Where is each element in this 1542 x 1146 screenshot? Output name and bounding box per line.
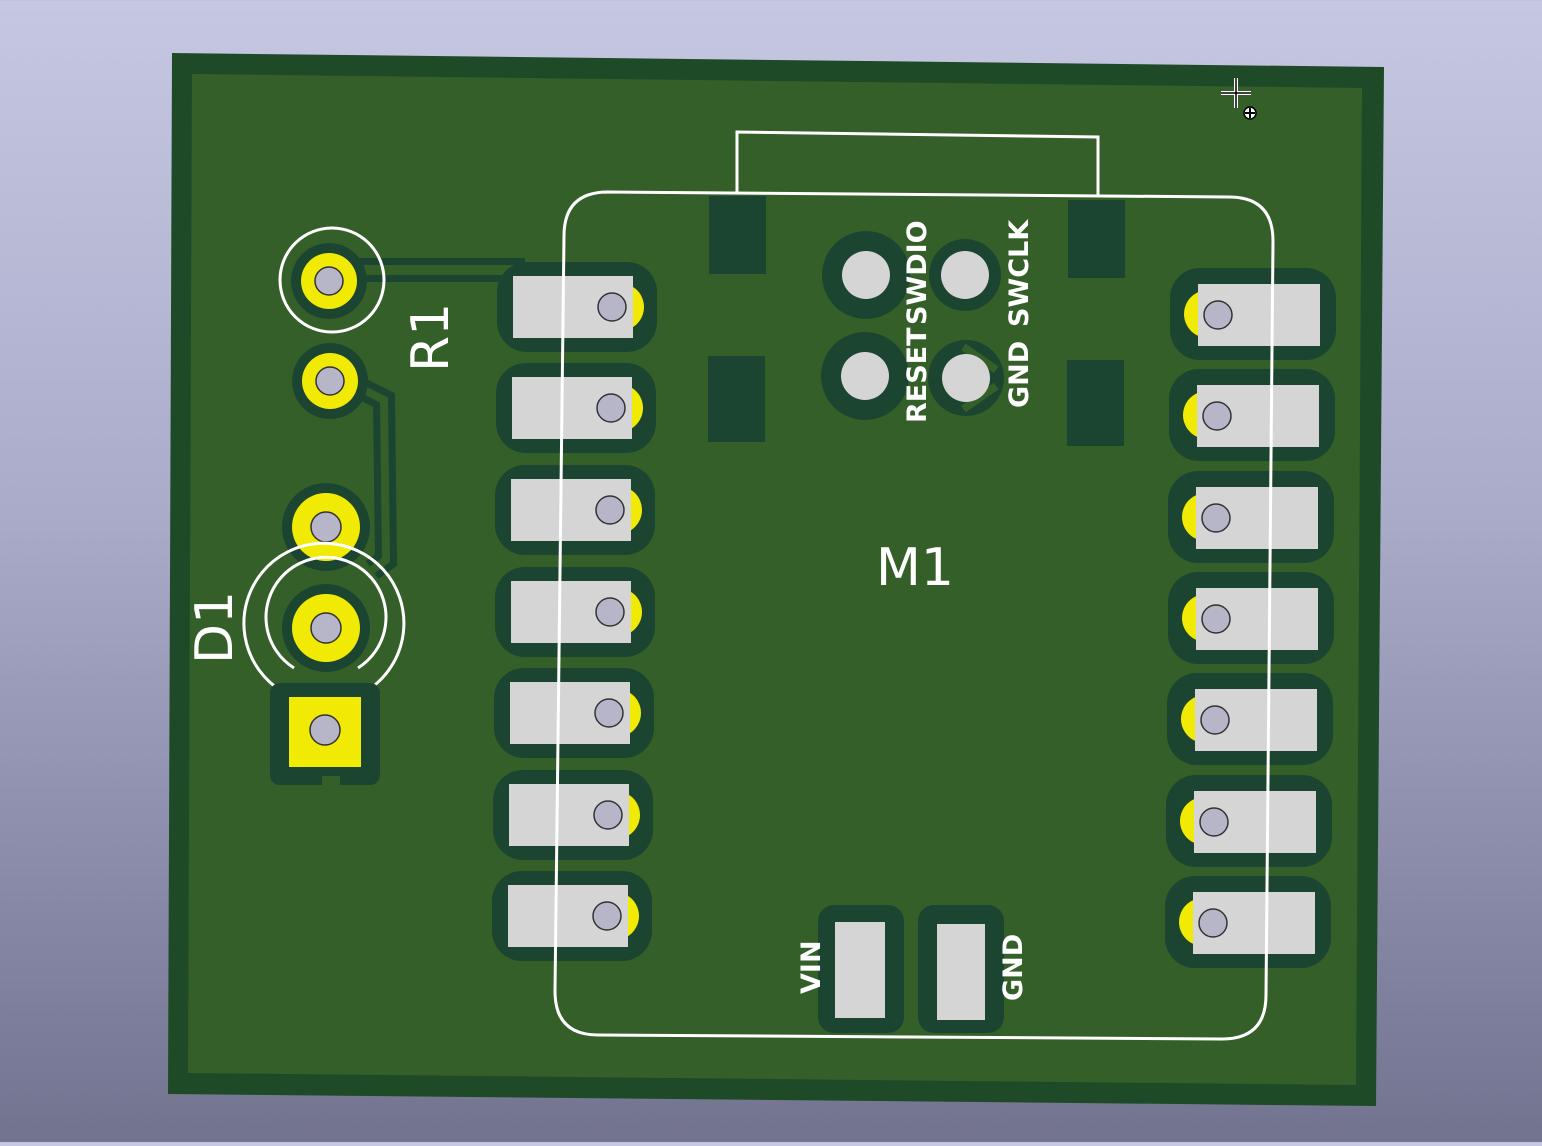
m1-power-pads bbox=[818, 905, 1004, 1033]
r1-silk-circle bbox=[278, 226, 386, 334]
swd-pad-gnd bbox=[942, 354, 990, 402]
swd-pad-reset bbox=[841, 352, 889, 400]
m1-footprint: RESET SWDIO SWCLK GND M1 VIN GND bbox=[492, 130, 1336, 1041]
m1-shield-pad-tl bbox=[709, 196, 766, 274]
m1-shield-pad-mr bbox=[1067, 360, 1124, 446]
label-vin: VIN bbox=[796, 940, 827, 994]
label-gnd-top: GND bbox=[1004, 341, 1035, 408]
swd-pad-swdio bbox=[842, 251, 890, 299]
m1-silk-outline bbox=[553, 190, 1275, 1041]
m1-shield-pad-tr bbox=[1068, 200, 1125, 278]
label-swdio: SWDIO bbox=[902, 220, 933, 325]
swd-pad-swclk bbox=[941, 251, 989, 299]
label-gnd-bottom: GND bbox=[998, 934, 1029, 1001]
m1-left-pins bbox=[492, 262, 657, 961]
r1-footprint bbox=[278, 226, 386, 419]
m1-right-pins bbox=[1165, 268, 1336, 968]
m1-shield-pad-ml bbox=[708, 356, 765, 442]
power-pad-gnd bbox=[937, 924, 985, 1020]
d1-silk-outline-inner bbox=[264, 555, 388, 670]
d1-reference: D1 bbox=[185, 591, 245, 664]
r1-reference: R1 bbox=[401, 303, 461, 372]
m1-swd-pads bbox=[821, 231, 1004, 420]
d1-footprint bbox=[242, 483, 406, 786]
m1-usb-outline bbox=[735, 130, 1100, 197]
label-swclk: SWCLK bbox=[1004, 219, 1035, 327]
m1-reference: M1 bbox=[876, 538, 954, 598]
power-pad-vin bbox=[835, 922, 885, 1018]
label-reset: RESET bbox=[902, 327, 933, 423]
d1-silk-outline-outer bbox=[242, 541, 406, 694]
copper-pour bbox=[188, 74, 1362, 1085]
grid-origin-icon bbox=[1243, 106, 1257, 120]
crosshair-cursor-icon bbox=[1221, 78, 1251, 108]
